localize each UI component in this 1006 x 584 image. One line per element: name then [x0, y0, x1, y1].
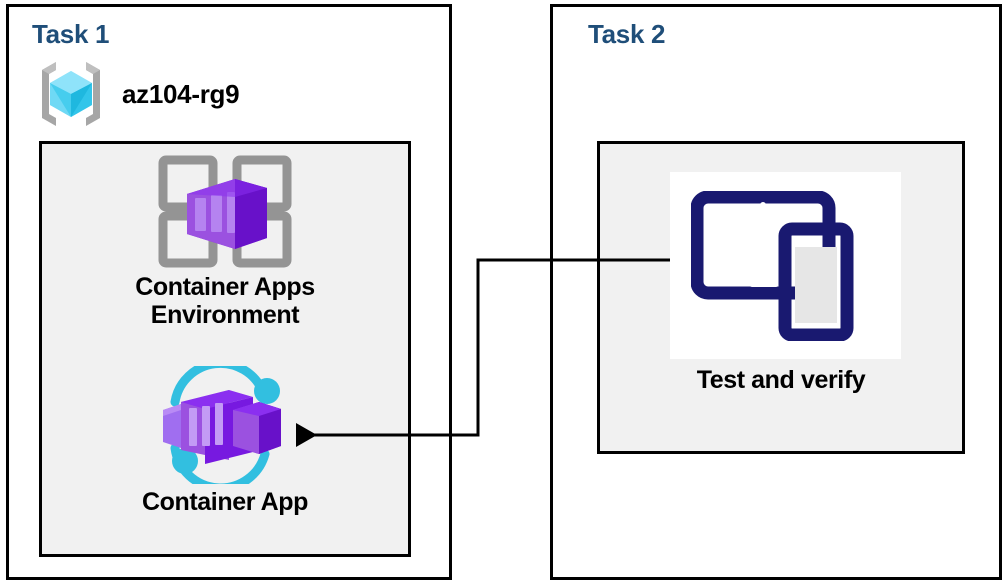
resource-group-icon	[34, 58, 108, 130]
task-2-label: Task 2	[588, 19, 666, 49]
tablet-and-phone-icon	[690, 190, 881, 341]
container-app-caption: Container App	[42, 488, 408, 516]
container-app-icon	[42, 358, 408, 493]
caption-line-1: Container App	[141, 488, 309, 516]
container-app-item: Container App	[42, 358, 408, 516]
caption-line-1: Container Apps	[135, 273, 315, 301]
task-2-resource-panel: Test and verify	[597, 141, 965, 454]
task-1-label: Task 1	[32, 19, 110, 49]
resource-group-row: az104-rg9	[34, 58, 240, 130]
test-and-verify-caption: Test and verify	[696, 366, 866, 394]
caption-line-2: Environment	[150, 301, 300, 329]
container-apps-environment-item: Container Apps Environment	[42, 154, 408, 329]
container-apps-environment-icon	[42, 154, 408, 269]
task-1-resource-panel: Container Apps Environment	[39, 141, 411, 557]
test-and-verify-card	[670, 172, 901, 359]
container-apps-environment-caption: Container Apps Environment	[42, 273, 408, 329]
resource-group-name: az104-rg9	[122, 78, 240, 109]
